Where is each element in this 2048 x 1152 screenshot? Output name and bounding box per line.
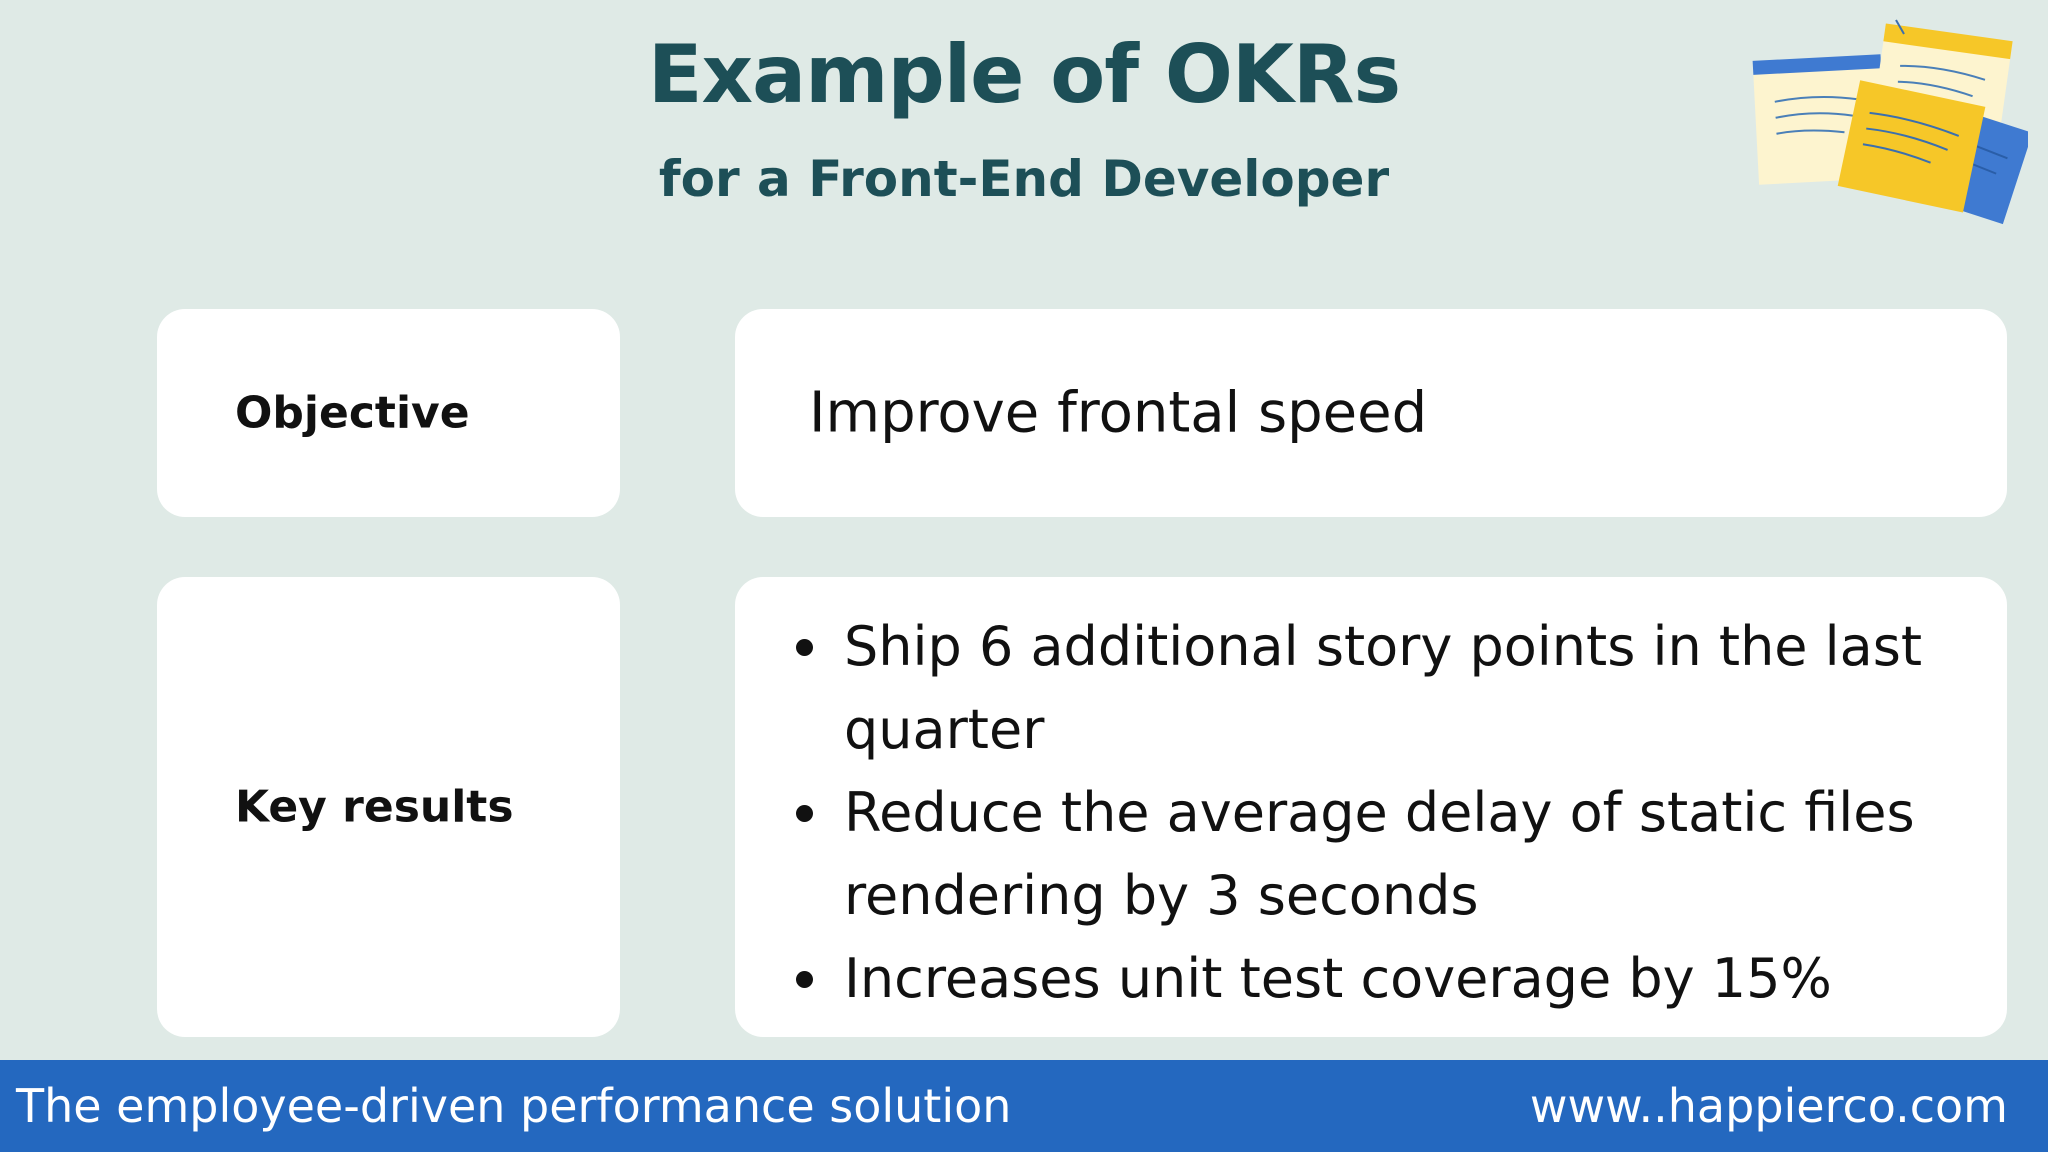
key-results-label: Key results (235, 781, 514, 833)
key-results-list: Ship 6 additional story points in the la… (790, 605, 1980, 1020)
key-result-item: Ship 6 additional story points in the la… (790, 605, 1980, 771)
key-result-line: Ship 6 additional story points in the la… (844, 615, 1923, 678)
bullet-icon (796, 971, 813, 988)
objective-value-card: Improve frontal speed (735, 309, 2007, 517)
objective-value: Improve frontal speed (809, 380, 1428, 446)
sticky-notes-icon (1752, 19, 2028, 225)
page-subtitle: for a Front-End Developer (658, 150, 1390, 208)
footer-tagline: The employee-driven performance solution (16, 1079, 1012, 1133)
objective-label: Objective (235, 387, 470, 439)
key-result-line: rendering by 3 seconds (844, 864, 1479, 927)
objective-label-card: Objective (157, 309, 620, 517)
footer-bar: The employee-driven performance solution… (0, 1060, 2048, 1152)
key-result-line: Increases unit test coverage by 15% (844, 947, 1832, 1010)
key-result-line: quarter (844, 698, 1045, 761)
key-results-card: Ship 6 additional story points in the la… (735, 577, 2007, 1037)
bullet-icon (796, 805, 813, 822)
page-title: Example of OKRs (647, 28, 1401, 121)
key-result-item: Reduce the average delay of static files… (790, 771, 1980, 937)
key-result-line: Reduce the average delay of static files (844, 781, 1915, 844)
bullet-icon (796, 639, 813, 656)
key-results-label-card: Key results (157, 577, 620, 1037)
key-result-item: Increases unit test coverage by 15% (790, 937, 1980, 1020)
footer-website-link[interactable]: www..happierco.com (1529, 1079, 2008, 1133)
